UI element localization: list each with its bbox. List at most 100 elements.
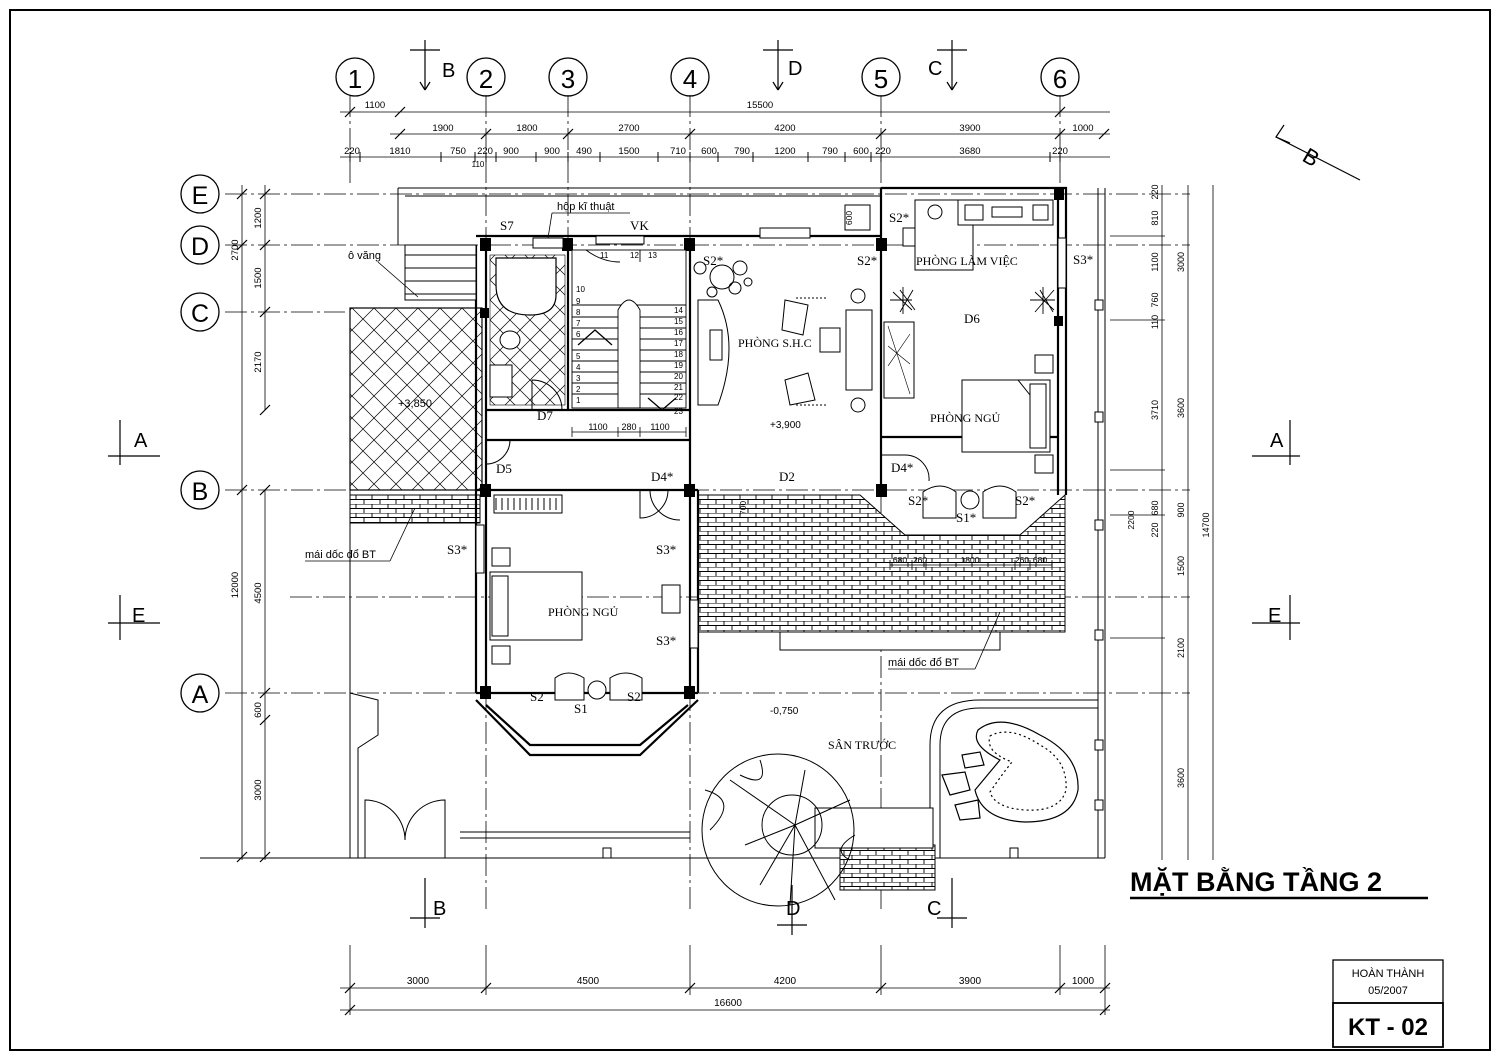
section-b-bottom: B	[433, 898, 446, 920]
floor-level-label: +3,900	[770, 420, 801, 431]
svg-text:220: 220	[477, 146, 493, 157]
roof-balcony	[697, 493, 1066, 633]
svg-text:260: 260	[913, 555, 927, 565]
axis-bubble-6: 6	[1040, 57, 1080, 97]
mark-D7: D7	[537, 408, 553, 423]
garden-pond	[941, 721, 1079, 823]
stair-dimensions	[571, 427, 687, 437]
roof-right-label: mái dốc đổ BT	[888, 657, 959, 669]
svg-text:900: 900	[503, 146, 519, 157]
sheet-number: KT - 02	[1348, 1014, 1428, 1041]
mark-S2-study-left: S2*	[857, 253, 877, 268]
axis-bubble-4: 4	[670, 57, 710, 97]
svg-text:2700: 2700	[230, 239, 241, 260]
svg-text:E: E	[192, 182, 209, 210]
top-dimension-lines	[340, 106, 1110, 162]
study-label: PHÒNG LÀM VIỆC	[916, 254, 1018, 268]
left-dimension-lines	[236, 185, 271, 863]
svg-text:3900: 3900	[959, 976, 982, 987]
bedroom2-label: PHÒNG NGỦ	[930, 411, 1001, 425]
svg-text:3900: 3900	[959, 123, 980, 134]
axis-bubble-C: C	[180, 292, 220, 332]
study-furniture	[883, 199, 1054, 399]
axis-bubble-5: 5	[861, 57, 901, 97]
balcony-dimension-text: 680 260 1800 260 680	[893, 555, 1047, 565]
mark-S3-mid-top: S3*	[656, 542, 676, 557]
staircase	[571, 249, 687, 411]
living-room-furniture	[697, 288, 873, 413]
row-axis-bubbles: E D C B A	[180, 174, 220, 713]
svg-text:220: 220	[875, 146, 891, 157]
plant-icon	[693, 260, 753, 298]
svg-text:3000: 3000	[407, 976, 430, 987]
mark-D5: D5	[496, 461, 512, 476]
bottom-dimension-lines	[340, 945, 1111, 1016]
section-markers	[108, 40, 1300, 935]
svg-text:23: 23	[674, 407, 683, 416]
svg-text:1500: 1500	[618, 146, 639, 157]
mark-S3-mid-bottom: S3*	[656, 633, 676, 648]
svg-text:1200: 1200	[253, 207, 264, 228]
section-c-top: C	[928, 58, 942, 80]
svg-text:2: 2	[479, 64, 493, 94]
svg-text:6: 6	[576, 330, 581, 339]
svg-text:280: 280	[621, 422, 636, 432]
svg-text:1500: 1500	[253, 267, 264, 288]
svg-text:1200: 1200	[774, 146, 795, 157]
north-arrow: B	[1275, 124, 1361, 181]
svg-text:3600: 3600	[1176, 398, 1186, 418]
stair-step-numbers: 1 2 3 4 5 6 7 8 9 10 11 12 13 14 15 16 1…	[576, 251, 683, 416]
svg-text:3680: 3680	[959, 146, 980, 157]
section-d-bottom: D	[786, 898, 800, 920]
svg-text:700: 700	[738, 501, 748, 515]
balcony-dimension-lines	[889, 560, 1053, 570]
svg-text:5: 5	[576, 352, 581, 361]
axis-bubble-B: B	[180, 470, 220, 510]
svg-text:4200: 4200	[774, 123, 795, 134]
svg-text:6: 6	[1053, 64, 1067, 94]
status-text: HOÀN THÀNH	[1352, 967, 1425, 980]
roof-gutter	[779, 631, 1001, 651]
drawing-title: MẶT BẰNG TẦNG 2	[1130, 866, 1382, 897]
bedroom1-label: PHÒNG NGỦ	[548, 605, 619, 619]
svg-text:600: 600	[253, 702, 264, 718]
left-dimension-text: 2700 12000 1200 1500 2170 4500 600 3000	[230, 207, 264, 800]
svg-text:1100: 1100	[365, 100, 385, 111]
wall-openings	[475, 204, 1104, 859]
gate-doors	[364, 799, 446, 858]
canopy-label: ô văng	[348, 250, 381, 262]
svg-text:750: 750	[450, 146, 466, 157]
svg-text:10: 10	[576, 285, 585, 294]
svg-text:16600: 16600	[714, 998, 742, 1009]
svg-text:12000: 12000	[230, 572, 241, 598]
axis-bubble-D: D	[180, 225, 220, 265]
svg-text:B: B	[1298, 143, 1323, 172]
svg-text:260: 260	[1015, 555, 1029, 565]
section-a-right: A	[1270, 430, 1284, 452]
axis-bubble-1: 1	[335, 57, 375, 97]
technical-box-label: hộp kĩ thuật	[557, 201, 615, 213]
bedroom2-furniture	[961, 354, 1054, 474]
mark-S2-bay-right: S2	[627, 689, 641, 704]
section-a-left: A	[134, 430, 148, 452]
misc-dimension-text: 600 700 2200	[738, 211, 1136, 530]
front-steps	[839, 844, 936, 891]
top-dimension-text: 1100 15500 1900 1800 2700 4200 3900 1000…	[344, 100, 1094, 169]
svg-text:12: 12	[630, 251, 639, 260]
svg-text:220: 220	[1150, 184, 1160, 199]
roof-left	[349, 494, 481, 524]
mark-D6: D6	[964, 311, 980, 326]
svg-text:8: 8	[576, 308, 581, 317]
front-yard-label: SÂN TRƯỚC	[828, 738, 896, 752]
svg-text:15500: 15500	[747, 100, 773, 111]
column-axis-bubbles: 1 2 3 4 5 6	[335, 57, 1080, 97]
living-room-label: PHÒNG S.H.C	[738, 336, 812, 350]
columns	[480, 188, 1064, 699]
section-d-top: D	[788, 58, 802, 80]
svg-text:2100: 2100	[1176, 638, 1186, 658]
svg-text:680: 680	[1033, 555, 1047, 565]
title-block	[1332, 959, 1444, 1048]
svg-text:220: 220	[1150, 522, 1160, 537]
section-c-bottom: C	[927, 898, 941, 920]
